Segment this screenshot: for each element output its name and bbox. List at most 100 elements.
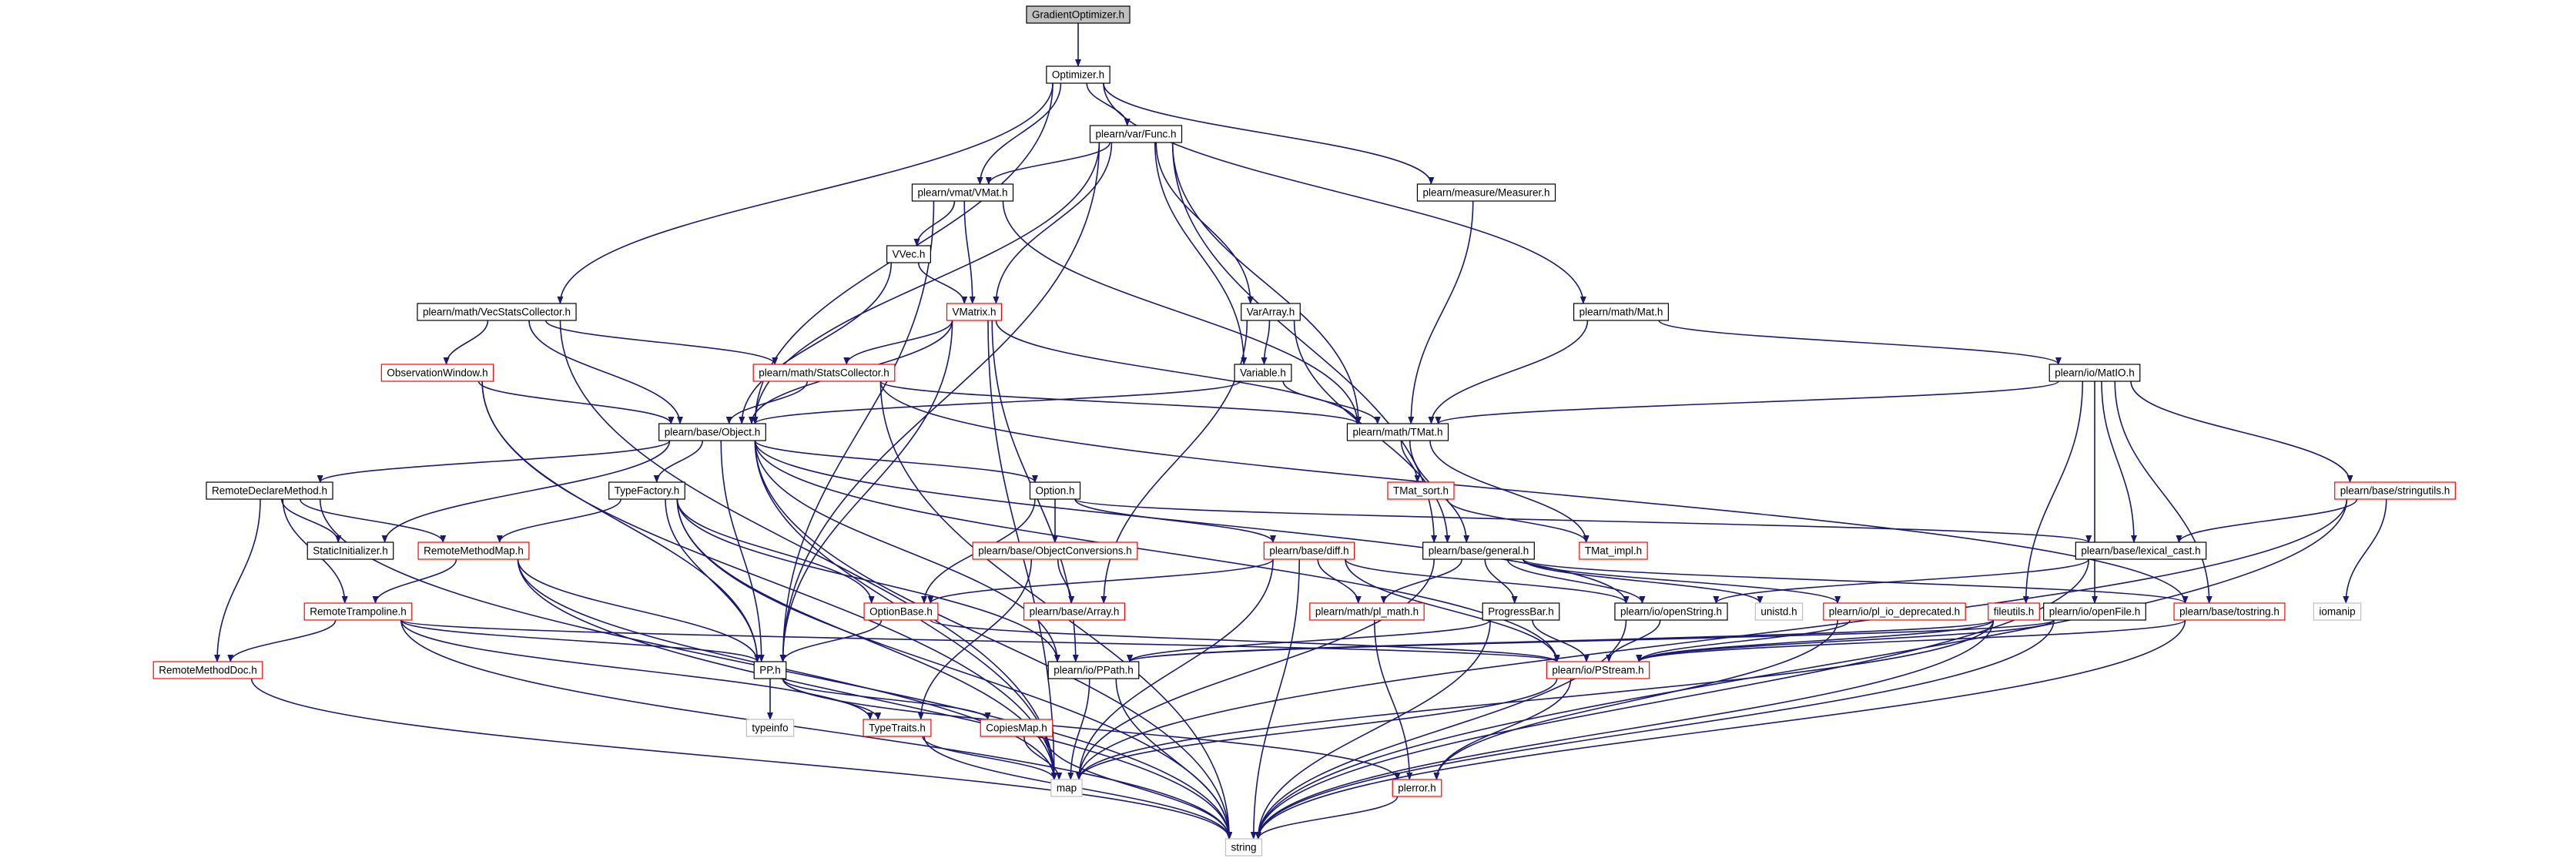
node-label: plearn/math/Mat.h <box>1579 307 1663 318</box>
edge-n2-n3 <box>985 142 1111 185</box>
node-typetraits-h[interactable]: TypeTraits.h <box>863 719 932 737</box>
node-label: plearn/io/openFile.h <box>2049 606 2141 618</box>
node-box <box>1422 541 1535 560</box>
node-label: TypeFactory.h <box>615 485 680 497</box>
node-plearn-io-openstring-h[interactable]: plearn/io/openString.h <box>1614 602 1728 621</box>
node-remotedeclaremethod-h[interactable]: RemoteDeclareMethod.h <box>206 481 333 500</box>
node-tmat-sort-h[interactable]: TMat_sort.h <box>1387 481 1455 500</box>
node-optimizer-h[interactable]: Optimizer.h <box>1046 65 1110 84</box>
edge-n13-n15 <box>1435 381 2059 424</box>
node-progressbar-h[interactable]: ProgressBar.h <box>1482 602 1560 621</box>
edge-n14-n33 <box>754 440 1630 604</box>
node-label: RemoteDeclareMethod.h <box>212 485 327 497</box>
node-remotemethodmap-h[interactable]: RemoteMethodMap.h <box>417 541 530 560</box>
edge-n24-n47 <box>1076 558 1274 780</box>
edge-n25-n34 <box>1522 558 1764 604</box>
node-plearn-base-diff-h[interactable]: plearn/base/diff.h <box>1263 541 1355 560</box>
node-plearn-base-object-h[interactable]: plearn/base/Object.h <box>658 423 766 441</box>
node-label: TMat_impl.h <box>1585 545 1642 557</box>
node-remotetrampoline-h[interactable]: RemoteTrampoline.h <box>303 602 413 621</box>
node-plearn-base-array-h[interactable]: plearn/base/Array.h <box>1023 602 1126 621</box>
node-fileutils-h[interactable]: fileutils.h <box>1988 602 2040 621</box>
node-label: plearn/base/Array.h <box>1030 606 1120 618</box>
node-label: RemoteMethodDoc.h <box>159 665 257 676</box>
node-label: GradientOptimizer.h <box>1032 9 1124 21</box>
node-box <box>886 245 931 263</box>
node-staticinitializer-h[interactable]: StaticInitializer.h <box>307 541 394 560</box>
node-box <box>1241 303 1301 321</box>
node-plearn-math-mat-h[interactable]: plearn/math/Mat.h <box>1573 303 1670 321</box>
node-optionbase-h[interactable]: OptionBase.h <box>863 602 939 621</box>
node-box <box>972 541 1138 560</box>
node-plearn-base-general-h[interactable]: plearn/base/general.h <box>1422 541 1535 560</box>
edge-n33-n43 <box>1606 619 1661 662</box>
node-plearn-math-statscollector-h[interactable]: plearn/math/StatsCollector.h <box>752 364 896 382</box>
node-plearn-base-stringutils-h[interactable]: plearn/base/stringutils.h <box>2334 481 2456 500</box>
node-box <box>2313 602 2362 621</box>
node-label: plearn/base/lexical_cast.h <box>2081 545 2200 557</box>
node-plearn-base-tostring-h[interactable]: plearn/base/tostring.h <box>2173 602 2286 621</box>
edge-n37-n43 <box>1636 619 2055 662</box>
node-label: OptionBase.h <box>869 606 933 618</box>
edge-n5-n14 <box>739 262 893 424</box>
node-plearn-vmat-vmat-h[interactable]: plearn/vmat/VMat.h <box>911 183 1014 202</box>
node-vararray-h[interactable]: VarArray.h <box>1241 303 1301 321</box>
node-option-h[interactable]: Option.h <box>1029 481 1081 500</box>
edge-n1-n4 <box>1103 82 1435 185</box>
edge-n36-n47 <box>1076 619 1995 780</box>
edge-n14-n17 <box>653 440 704 483</box>
edge-n28-n49 <box>400 619 1233 840</box>
node-plearn-io-matio-h[interactable]: plearn/io/MatIO.h <box>2048 364 2141 382</box>
node-plearn-io-openfile-h[interactable]: plearn/io/openFile.h <box>2043 602 2146 621</box>
node-box <box>1224 838 1263 857</box>
edge-n24-n33 <box>1345 558 1630 604</box>
node-variable-h[interactable]: Variable.h <box>1234 364 1292 382</box>
node-plearn-io-ppath-h[interactable]: plearn/io/PPath.h <box>1047 661 1140 679</box>
node-label: map <box>1057 783 1077 794</box>
node-label: plearn/math/StatsCollector.h <box>759 367 889 379</box>
node-label: plearn/math/pl_math.h <box>1315 606 1419 618</box>
node-plerror-h[interactable]: plerror.h <box>1392 779 1442 797</box>
edge-n18-n27 <box>1074 498 2092 543</box>
node-box <box>2334 481 2456 500</box>
node-tmat-impl-h[interactable]: TMat_impl.h <box>1579 541 1648 560</box>
edge-n27-n33 <box>1713 558 2090 604</box>
node-plearn-var-func-h[interactable]: plearn/var/Func.h <box>1089 125 1183 143</box>
edge-n9-n10 <box>443 320 489 365</box>
node-plearn-io-pl-io-deprecated-h[interactable]: plearn/io/pl_io_deprecated.h <box>1823 602 1966 621</box>
node-observationwindow-h[interactable]: ObservationWindow.h <box>380 364 494 382</box>
node-typefactory-h[interactable]: TypeFactory.h <box>608 481 685 500</box>
node-plearn-math-tmat-h[interactable]: plearn/math/TMat.h <box>1346 423 1449 441</box>
edge-n9-n47 <box>559 320 1057 780</box>
edge-n35-n48 <box>1433 619 1839 780</box>
edge-n25-n31 <box>1380 558 1463 604</box>
edge-n15-n26 <box>1429 440 1589 543</box>
node-plearn-base-lexical-cast-h[interactable]: plearn/base/lexical_cast.h <box>2075 541 2207 560</box>
edge-n13-n36 <box>2022 381 2084 604</box>
node-label: fileutils.h <box>1994 606 2035 618</box>
node-typeinfo: typeinfo <box>745 719 795 737</box>
node-copiesmap-h[interactable]: CopiesMap.h <box>980 719 1054 737</box>
edge-n48-n49 <box>1255 796 1399 840</box>
edge-n6-n41 <box>779 320 953 662</box>
edge-n24-n31 <box>1317 558 1362 604</box>
node-plearn-base-objectconversions-h[interactable]: plearn/base/ObjectConversions.h <box>972 541 1138 560</box>
edge-n43-n47 <box>1076 678 1558 780</box>
node-vvec-h[interactable]: VVec.h <box>886 245 931 263</box>
node-plearn-math-pl-math-h[interactable]: plearn/math/pl_math.h <box>1309 602 1425 621</box>
node-pp-h[interactable]: PP.h <box>753 661 787 679</box>
node-remotemethoddoc-h[interactable]: RemoteMethodDoc.h <box>152 661 263 679</box>
edge-n3-n6 <box>963 200 976 304</box>
node-gradientoptimizer-h: GradientOptimizer.h <box>1026 5 1131 24</box>
edge-n32-n49 <box>1255 619 1491 840</box>
edge-n25-n47 <box>1076 558 1435 780</box>
edge-n41-n46 <box>782 678 991 720</box>
node-vmatrix-h[interactable]: VMatrix.h <box>946 303 1003 321</box>
edge-n9-n14 <box>528 320 683 424</box>
node-label: VMatrix.h <box>952 307 996 318</box>
node-plearn-math-vecstatscollector-h[interactable]: plearn/math/VecStatsCollector.h <box>417 303 577 321</box>
edge-n1-n2 <box>1086 82 1131 126</box>
node-plearn-measure-measurer-h[interactable]: plearn/measure/Measurer.h <box>1416 183 1556 202</box>
node-box <box>658 423 766 441</box>
node-plearn-io-pstream-h[interactable]: plearn/io/PStream.h <box>1546 661 1650 679</box>
